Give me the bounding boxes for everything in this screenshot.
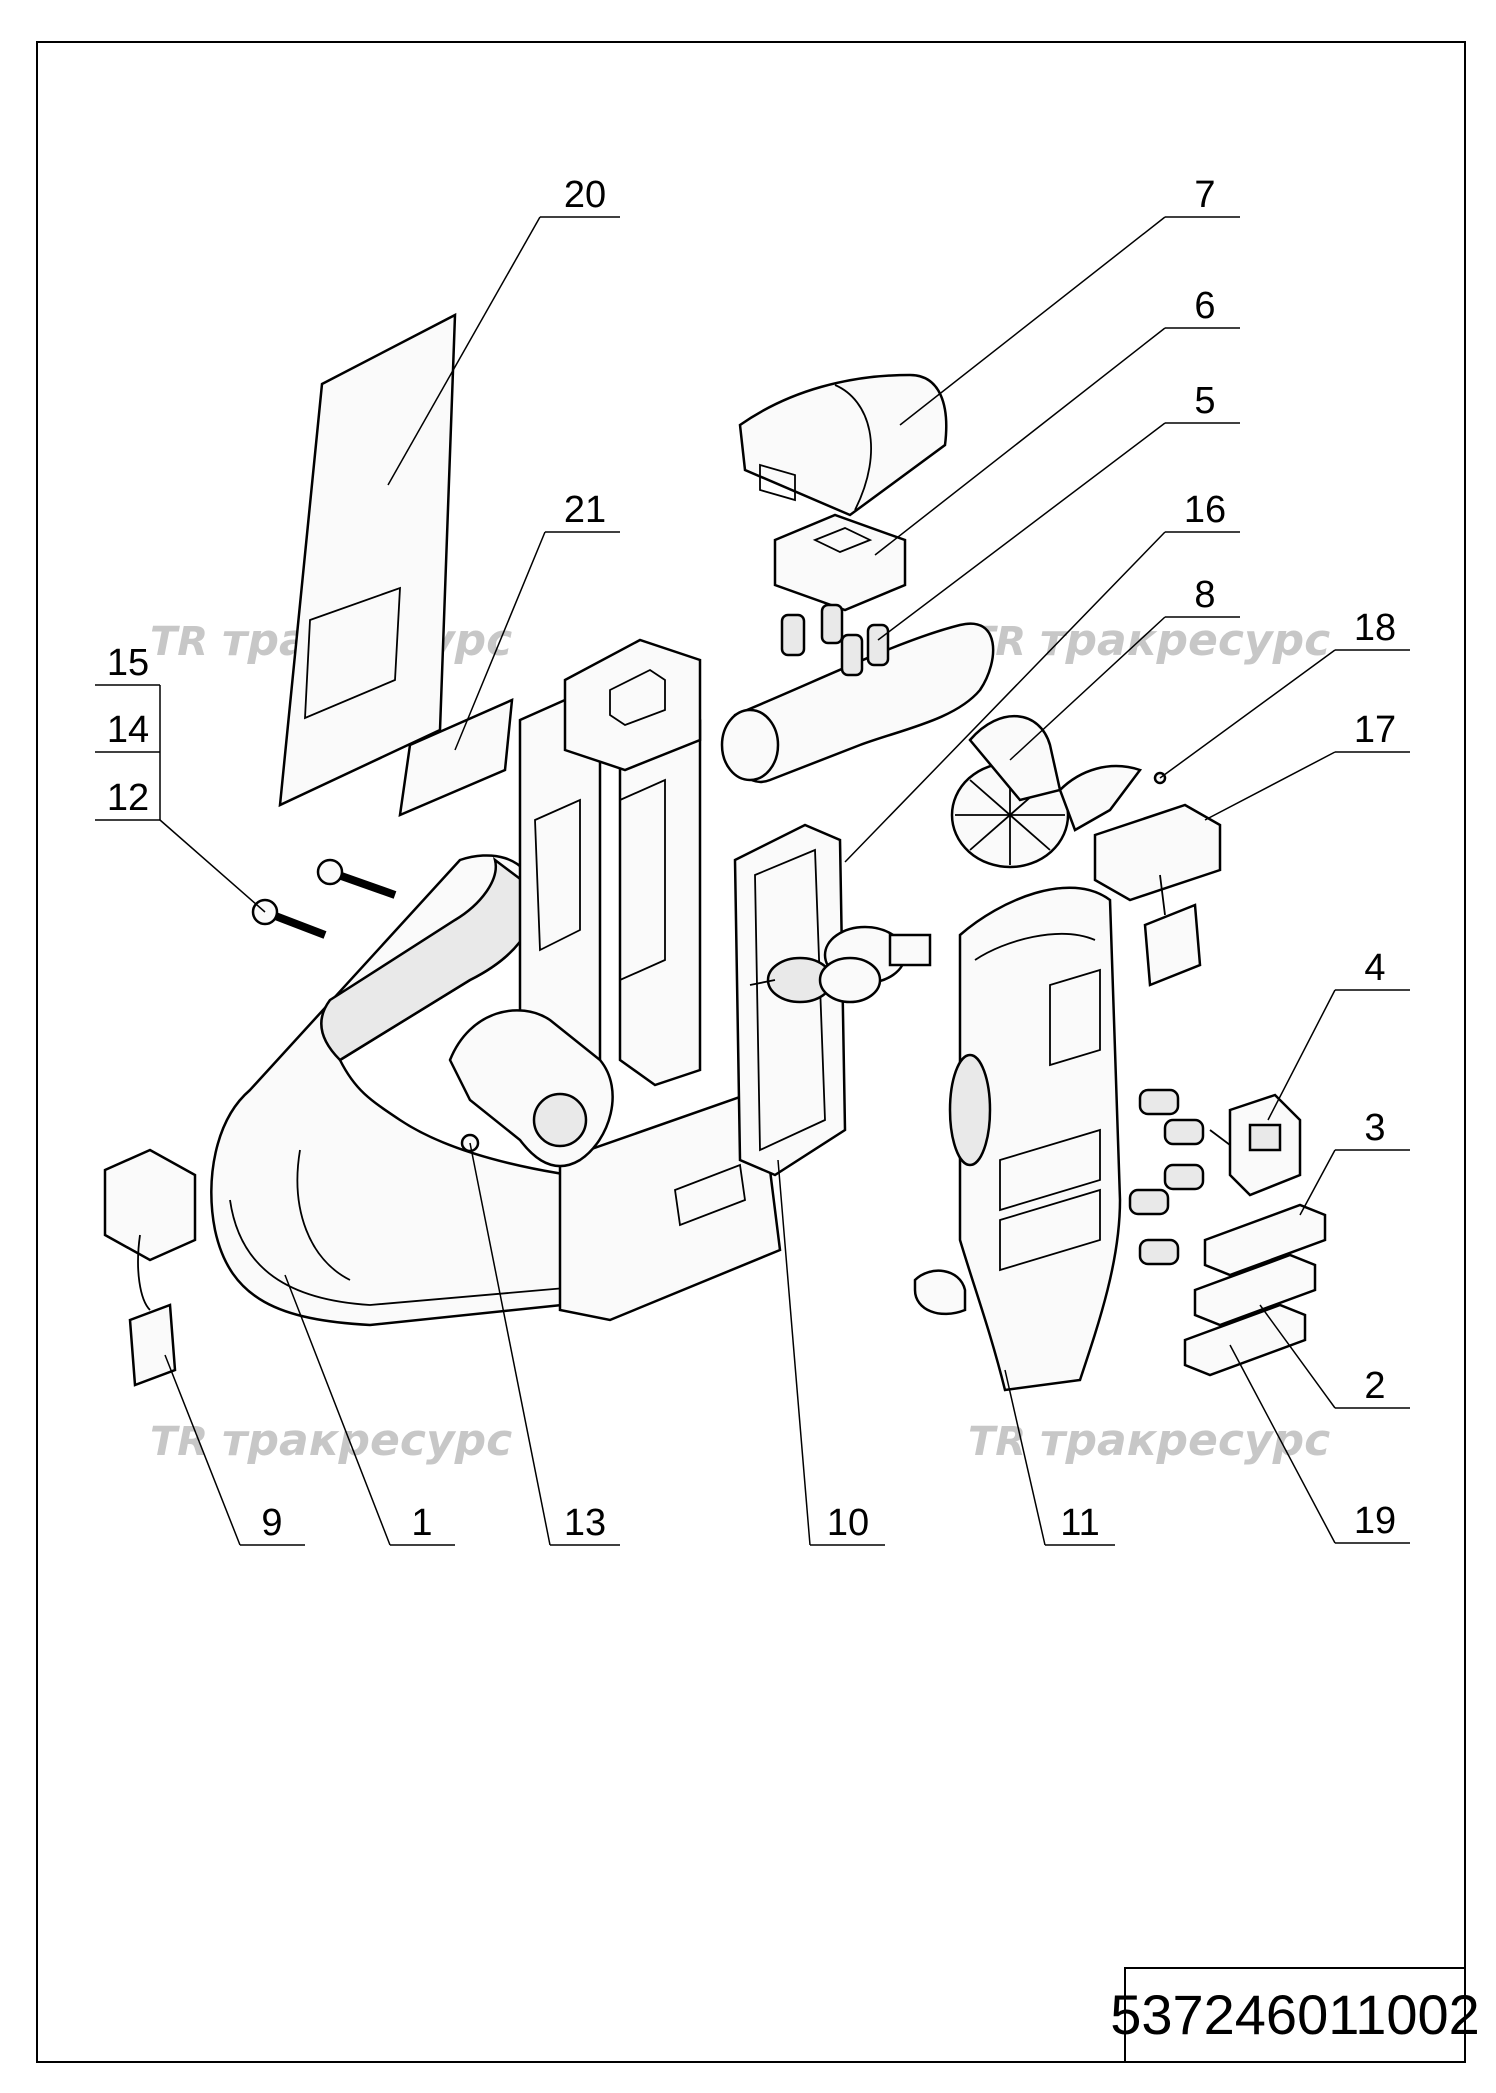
part-9-switch bbox=[103, 1148, 197, 1387]
part-21-panel bbox=[398, 697, 514, 818]
callout-19: 19 bbox=[1354, 1500, 1396, 1542]
callout-5: 5 bbox=[1194, 380, 1215, 422]
part-13-bracket bbox=[448, 1009, 614, 1168]
part-10-plate bbox=[733, 823, 932, 1177]
callout-7: 7 bbox=[1194, 174, 1215, 216]
callout-17: 17 bbox=[1354, 709, 1396, 751]
part-20-panel bbox=[278, 312, 457, 808]
callout-labels: 20 7 6 5 21 16 8 18 15 14 12 17 4 3 2 19… bbox=[107, 174, 1396, 1544]
watermark-top-right: TR тракресурс bbox=[968, 615, 1330, 666]
central-base bbox=[558, 1088, 782, 1322]
part-8-wheel bbox=[950, 715, 1143, 869]
callout-14: 14 bbox=[107, 709, 149, 751]
column-springs bbox=[1128, 1088, 1205, 1266]
watermark-bottom-left: TR тракресурс bbox=[150, 1415, 512, 1466]
callout-10: 10 bbox=[827, 1502, 869, 1544]
callout-21: 21 bbox=[564, 489, 606, 531]
part-3-2-19-switch-bars bbox=[1183, 1203, 1327, 1377]
callout-18: 18 bbox=[1354, 607, 1396, 649]
callout-6: 6 bbox=[1194, 285, 1215, 327]
part-7-cover bbox=[738, 373, 948, 517]
part-4-switch bbox=[1209, 1093, 1302, 1197]
callout-15: 15 bbox=[107, 642, 149, 684]
svg-text:TR: TR bbox=[150, 1419, 208, 1465]
svg-text:тракресурс: тракресурс bbox=[222, 1415, 512, 1466]
callout-9: 9 bbox=[261, 1502, 282, 1544]
callout-16: 16 bbox=[1184, 489, 1226, 531]
part-11-column bbox=[913, 886, 1122, 1392]
part-5-springs bbox=[780, 603, 890, 677]
callout-12: 12 bbox=[107, 777, 149, 819]
callout-4: 4 bbox=[1364, 947, 1385, 989]
svg-text:тракресурс: тракресурс bbox=[1040, 615, 1330, 666]
part-12-bolts bbox=[251, 858, 397, 939]
drawing-code: 537246011002 bbox=[1110, 1983, 1480, 2046]
svg-text:тракресурс: тракресурс bbox=[1040, 1415, 1330, 1466]
drawing-frame bbox=[36, 41, 1466, 2063]
callout-3: 3 bbox=[1364, 1107, 1385, 1149]
part-6-block bbox=[773, 513, 907, 612]
svg-text:TR: TR bbox=[150, 619, 208, 665]
part-17-switch bbox=[1093, 771, 1222, 987]
callout-2: 2 bbox=[1364, 1365, 1385, 1407]
parts bbox=[103, 312, 1327, 1392]
upright-frame bbox=[518, 638, 702, 1122]
callout-20: 20 bbox=[564, 174, 606, 216]
callout-1: 1 bbox=[411, 1502, 432, 1544]
callout-8: 8 bbox=[1194, 574, 1215, 616]
watermark-bottom-right: TR тракресурс bbox=[968, 1415, 1330, 1466]
leader-lines bbox=[95, 216, 1410, 1546]
title-block: 537246011002 bbox=[1110, 1967, 1480, 2063]
callout-11: 11 bbox=[1060, 1502, 1099, 1544]
callout-13: 13 bbox=[564, 1502, 606, 1544]
svg-text:TR: TR bbox=[968, 1419, 1026, 1465]
